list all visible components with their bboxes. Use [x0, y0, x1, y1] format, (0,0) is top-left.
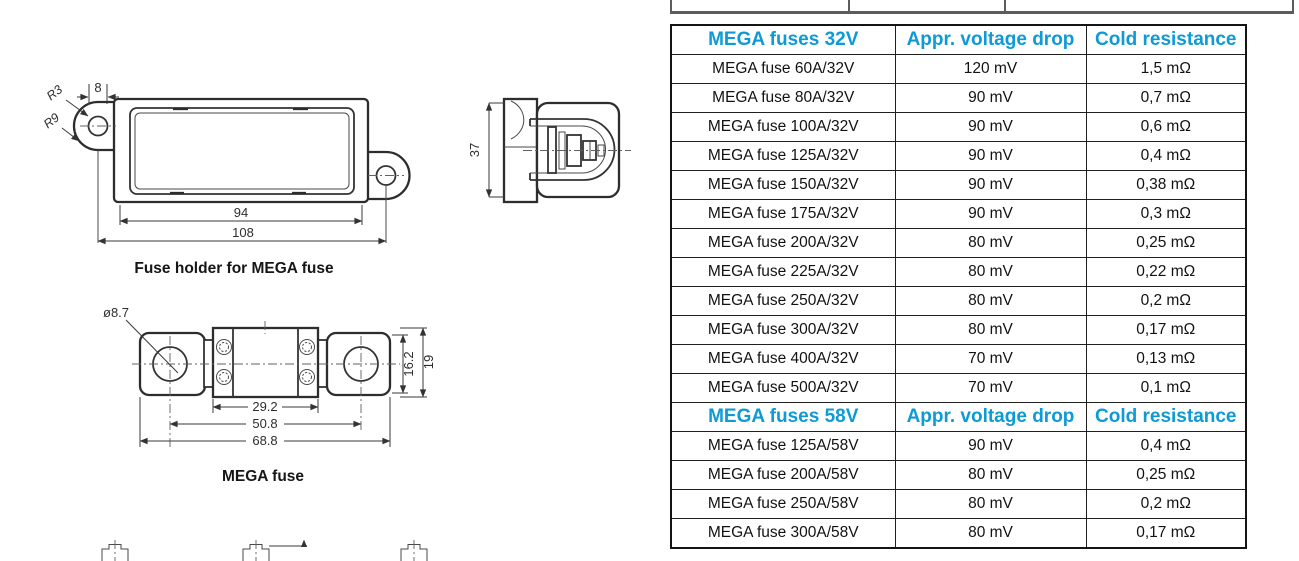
fuse-name: MEGA fuse 225A/32V [670, 257, 896, 287]
column-header-voltage-drop: Appr. voltage drop [894, 24, 1087, 55]
cold-resistance-value: 0,4 mΩ [1085, 431, 1247, 461]
table-section-header-row: MEGA fuses 58V Appr. voltage drop Cold r… [670, 402, 1247, 432]
dim-radius-r9-label: R9 [41, 110, 62, 131]
fuse-name: MEGA fuse 250A/32V [670, 286, 896, 316]
table-section-header-row: MEGA fuses 32V Appr. voltage drop Cold r… [670, 24, 1247, 55]
cold-resistance-value: 0,2 mΩ [1085, 489, 1247, 519]
fuse-name: MEGA fuse 300A/32V [670, 315, 896, 345]
dim-hole-centers-label: 50.8 [252, 416, 277, 431]
fuse-name: MEGA fuse 150A/32V [670, 170, 896, 200]
fuse-name: MEGA fuse 60A/32V [670, 54, 896, 84]
table-row: MEGA fuse 125A/58V 90 mV 0,4 mΩ [670, 431, 1247, 461]
fuse-holder-front-view-drawing: 8 R3 R9 94 108 Fuse holder for MEGA fuse [41, 80, 411, 277]
table-row: MEGA fuse 100A/32V 90 mV 0,6 mΩ [670, 112, 1247, 142]
voltage-drop-value: 70 mV [894, 344, 1087, 374]
mega-fuse-drawing: ø8.7 16.2 19 29.2 50.8 [103, 305, 436, 485]
table-row: MEGA fuse 500A/32V 70 mV 0,1 mΩ [670, 373, 1247, 403]
voltage-drop-value: 90 mV [894, 170, 1087, 200]
voltage-drop-value: 80 mV [894, 489, 1087, 519]
dim-overall-height-label: 19 [421, 355, 436, 369]
column-header-voltage-drop: Appr. voltage drop [894, 402, 1087, 432]
table-row: MEGA fuse 125A/32V 90 mV 0,4 mΩ [670, 141, 1247, 171]
table-row: MEGA fuse 60A/32V 120 mV 1,5 mΩ [670, 54, 1247, 84]
voltage-drop-value: 90 mV [894, 431, 1087, 461]
dim-hole-diameter-label: ø8.7 [103, 305, 129, 320]
cold-resistance-value: 0,22 mΩ [1085, 257, 1247, 287]
dim-pad-height-label: 16.2 [401, 351, 416, 376]
voltage-drop-value: 80 mV [894, 518, 1087, 549]
table-row: MEGA fuse 80A/32V 90 mV 0,7 mΩ [670, 83, 1247, 113]
technical-drawings: 8 R3 R9 94 108 Fuse holder for MEGA fuse [41, 80, 631, 561]
dim-inner-width-label: 94 [234, 205, 248, 220]
column-header-cold-resistance: Cold resistance [1085, 402, 1247, 432]
voltage-drop-value: 80 mV [894, 460, 1087, 490]
dim-overall-length-label: 68.8 [252, 433, 277, 448]
dim-overall-width-label: 108 [232, 225, 254, 240]
dim-radius-r3-label: R3 [44, 82, 65, 103]
voltage-drop-value: 70 mV [894, 373, 1087, 403]
voltage-drop-value: 80 mV [894, 228, 1087, 258]
table-row: MEGA fuse 200A/32V 80 mV 0,25 mΩ [670, 228, 1247, 258]
table-row: MEGA fuse 250A/58V 80 mV 0,2 mΩ [670, 489, 1247, 519]
table-row: MEGA fuse 225A/32V 80 mV 0,22 mΩ [670, 257, 1247, 287]
table-row: MEGA fuse 400A/32V 70 mV 0,13 mΩ [670, 344, 1247, 374]
cold-resistance-value: 0,17 mΩ [1085, 518, 1247, 549]
cold-resistance-value: 0,1 mΩ [1085, 373, 1247, 403]
fuse-spec-table: MEGA fuses 32V Appr. voltage drop Cold r… [670, 24, 1247, 549]
dim-side-height-label: 37 [467, 143, 482, 157]
fuse-name: MEGA fuse 80A/32V [670, 83, 896, 113]
fuse-name: MEGA fuse 250A/58V [670, 489, 896, 519]
voltage-drop-value: 90 mV [894, 112, 1087, 142]
cold-resistance-value: 0,25 mΩ [1085, 228, 1247, 258]
cold-resistance-value: 0,17 mΩ [1085, 315, 1247, 345]
voltage-drop-value: 80 mV [894, 257, 1087, 287]
table-row: MEGA fuse 200A/58V 80 mV 0,25 mΩ [670, 460, 1247, 490]
cold-resistance-value: 0,38 mΩ [1085, 170, 1247, 200]
fuse-name: MEGA fuse 125A/58V [670, 431, 896, 461]
fuse-name: MEGA fuse 200A/32V [670, 228, 896, 258]
fuse-name: MEGA fuse 200A/58V [670, 460, 896, 490]
cold-resistance-value: 0,25 mΩ [1085, 460, 1247, 490]
table-row: MEGA fuse 250A/32V 80 mV 0,2 mΩ [670, 286, 1247, 316]
cropped-stud-fragments [101, 539, 428, 561]
fuse-holder-caption: Fuse holder for MEGA fuse [134, 260, 334, 277]
section-title: MEGA fuses 58V [670, 402, 896, 432]
cold-resistance-value: 0,4 mΩ [1085, 141, 1247, 171]
table-row: MEGA fuse 175A/32V 90 mV 0,3 mΩ [670, 199, 1247, 229]
cold-resistance-value: 1,5 mΩ [1085, 54, 1247, 84]
voltage-drop-value: 90 mV [894, 83, 1087, 113]
cold-resistance-value: 0,3 mΩ [1085, 199, 1247, 229]
column-header-cold-resistance: Cold resistance [1085, 24, 1247, 55]
cold-resistance-value: 0,13 mΩ [1085, 344, 1247, 374]
mega-fuse-caption: MEGA fuse [222, 468, 304, 485]
table-row: MEGA fuse 300A/58V 80 mV 0,17 mΩ [670, 518, 1247, 549]
cropped-table-fragment [670, 0, 1294, 14]
cropped-table-cell [1006, 0, 1292, 11]
table-row: MEGA fuse 300A/32V 80 mV 0,17 mΩ [670, 315, 1247, 345]
fuse-holder-side-view-drawing: 37 [467, 97, 631, 204]
voltage-drop-value: 120 mV [894, 54, 1087, 84]
fuse-name: MEGA fuse 175A/32V [670, 199, 896, 229]
table-row: MEGA fuse 150A/32V 90 mV 0,38 mΩ [670, 170, 1247, 200]
cold-resistance-value: 0,6 mΩ [1085, 112, 1247, 142]
voltage-drop-value: 90 mV [894, 199, 1087, 229]
section-title: MEGA fuses 32V [670, 24, 896, 55]
fuse-name: MEGA fuse 125A/32V [670, 141, 896, 171]
cropped-table-cell [850, 0, 1006, 11]
cold-resistance-value: 0,7 mΩ [1085, 83, 1247, 113]
voltage-drop-value: 80 mV [894, 286, 1087, 316]
fuse-name: MEGA fuse 300A/58V [670, 518, 896, 549]
voltage-drop-value: 90 mV [894, 141, 1087, 171]
fuse-name: MEGA fuse 400A/32V [670, 344, 896, 374]
dim-body-width-label: 29.2 [252, 399, 277, 414]
cold-resistance-value: 0,2 mΩ [1085, 286, 1247, 316]
fuse-name: MEGA fuse 500A/32V [670, 373, 896, 403]
cropped-table-cell [672, 0, 850, 11]
fuse-name: MEGA fuse 100A/32V [670, 112, 896, 142]
dim-hole-width-label: 8 [94, 80, 101, 95]
voltage-drop-value: 80 mV [894, 315, 1087, 345]
